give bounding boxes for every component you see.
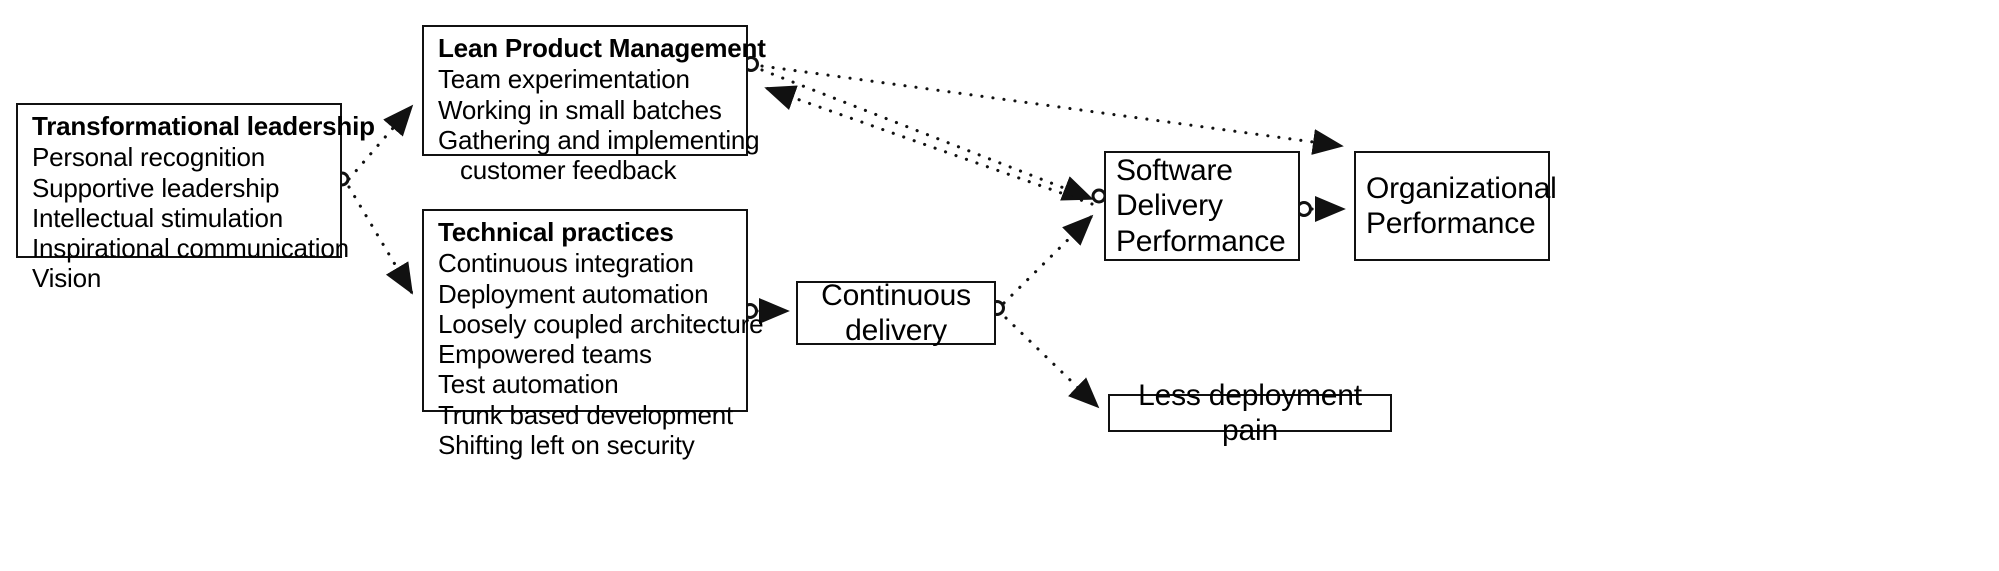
node-title: Transformational leadership <box>32 111 375 141</box>
node-label-line: delivery <box>845 314 947 347</box>
node-item: Deployment automation <box>438 278 709 309</box>
node-item: Empowered teams <box>438 339 652 370</box>
node-label-wrap: Software Delivery Performance <box>1116 153 1286 259</box>
node-transformational-leadership[interactable]: Transformational leadership Personal rec… <box>16 103 375 293</box>
node-item: Shifting left on security <box>438 429 695 460</box>
edge-leadership-to-technical <box>347 185 414 295</box>
edge-lean-to-orgperf <box>760 64 1344 155</box>
node-label-wrap: Continuous delivery <box>821 278 971 349</box>
edge-sdp-to-lean <box>764 85 1094 206</box>
node-item: Supportive leadership <box>32 172 280 203</box>
node-label-line: Performance <box>1116 224 1286 258</box>
node-item: Trunk based development <box>438 399 734 430</box>
node-label-line: Organizational <box>1366 171 1557 205</box>
edge-cd-to-lesspain <box>1004 316 1100 409</box>
node-item: Inspirational communication <box>32 233 349 264</box>
node-item: Loosely coupled architecture <box>438 308 764 339</box>
node-software-delivery-performance[interactable]: Software Delivery Performance <box>1104 151 1300 261</box>
node-label-line: Software <box>1116 153 1233 187</box>
node-item: Gathering and implementing <box>438 124 760 155</box>
node-organizational-performance[interactable]: Organizational Performance <box>1354 151 1557 261</box>
node-item: Personal recognition <box>32 142 266 173</box>
node-less-deployment-pain[interactable]: Less deployment pain <box>1108 379 1392 447</box>
node-label-line: Continuous <box>821 278 971 312</box>
node-item: Test automation <box>438 369 619 400</box>
node-title: Technical practices <box>438 217 674 247</box>
node-label-line: Performance <box>1366 207 1536 240</box>
node-item: Intellectual stimulation <box>32 202 283 233</box>
node-label-wrap: Organizational Performance <box>1366 171 1557 242</box>
node-technical-practices[interactable]: Technical practices Continuous integrati… <box>422 209 764 460</box>
node-lean-product-management[interactable]: Lean Product Management Team experimenta… <box>422 25 766 185</box>
node-label-line: Delivery <box>1116 189 1223 223</box>
edge-cd-to-sdp <box>1002 214 1094 305</box>
node-label-line: Less deployment pain <box>1138 378 1362 447</box>
node-item: Continuous integration <box>438 248 694 279</box>
node-item: Vision <box>32 263 102 294</box>
node-continuous-delivery[interactable]: Continuous delivery <box>796 279 996 347</box>
node-item: Working in small batches <box>438 94 722 125</box>
node-item: customer feedback <box>460 155 677 186</box>
node-title: Lean Product Management <box>438 33 766 63</box>
node-item: Team experimentation <box>438 64 690 95</box>
edge-lean-to-sdp <box>760 68 1094 201</box>
